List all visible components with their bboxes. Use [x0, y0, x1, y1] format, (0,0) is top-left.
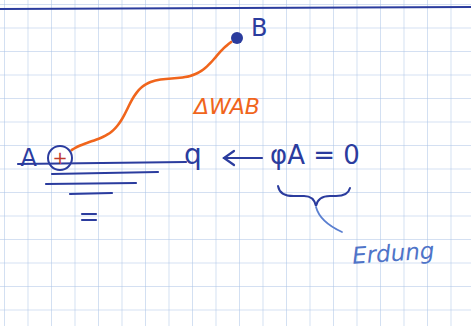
- point-label: B: [251, 16, 267, 40]
- arrow-shaft: [224, 157, 262, 159]
- ground-symbol: [18, 162, 186, 220]
- top-line: [0, 7, 471, 9]
- hatch-line: [82, 219, 96, 221]
- hatch-line: [52, 172, 158, 174]
- charge-symbol: q: [184, 138, 202, 171]
- point-dot: B: [231, 32, 243, 44]
- brace-tail: [316, 207, 342, 232]
- underbrace: [278, 186, 350, 206]
- grounding-note: Erdung: [351, 237, 435, 269]
- hatch-line: [46, 183, 136, 184]
- arrow-head: [224, 151, 234, 165]
- potential-equation: φA = 0: [270, 140, 360, 170]
- hatch-line: [70, 193, 112, 194]
- point-label: A: [21, 146, 37, 170]
- hatch-line: [82, 213, 96, 215]
- ground-line: [18, 162, 186, 164]
- charge-sign: +: [52, 149, 67, 167]
- arrow-symbol: [224, 151, 262, 165]
- work-label: ΔWAB: [194, 94, 260, 119]
- charge-circle: A+: [47, 145, 73, 171]
